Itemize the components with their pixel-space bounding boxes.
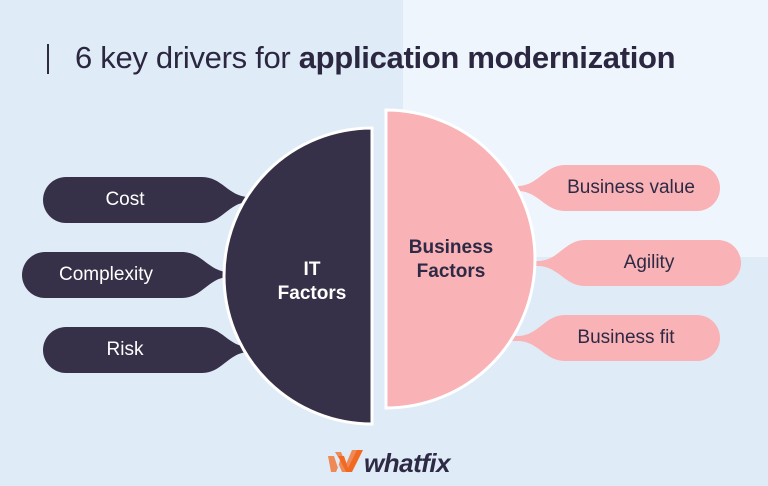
it-item-risk: Risk: [106, 339, 144, 360]
pill-complexity-shape: [22, 252, 235, 298]
pill-cost-shape: [43, 177, 252, 223]
it-factors-line2: Factors: [277, 283, 347, 304]
pill-business-fit-shape: [511, 315, 720, 361]
business-pills: [511, 165, 741, 361]
logo-wordmark: whatfix: [364, 448, 451, 478]
it-half-circle: [222, 126, 374, 426]
title-bold: application modernization: [298, 40, 676, 75]
pill-agility-shape: [531, 240, 741, 286]
business-item-agility: Agility: [623, 252, 675, 273]
business-factors-line1: Business: [408, 237, 494, 258]
it-factors-line1: IT: [303, 259, 321, 280]
business-item-fit: Business fit: [577, 327, 675, 348]
it-item-cost: Cost: [105, 189, 145, 210]
it-item-complexity: Complexity: [59, 264, 153, 285]
title-prefix: 6 key drivers for: [75, 40, 299, 75]
it-factors-label: IT Factors: [262, 258, 362, 306]
business-factors-label: Business Factors: [396, 236, 506, 284]
page-title: 6 key drivers for application modernizat…: [75, 40, 676, 76]
pill-business-value-shape: [512, 165, 720, 211]
business-item-value: Business value: [567, 177, 695, 198]
whatfix-logo: whatfix: [364, 448, 451, 479]
title-accent-bar: [47, 44, 49, 74]
business-factors-line2: Factors: [416, 261, 486, 282]
business-half-circle: [384, 108, 537, 410]
pill-risk-shape: [43, 327, 252, 373]
it-pills: [22, 177, 252, 373]
whatfix-w-icon: [328, 450, 363, 472]
